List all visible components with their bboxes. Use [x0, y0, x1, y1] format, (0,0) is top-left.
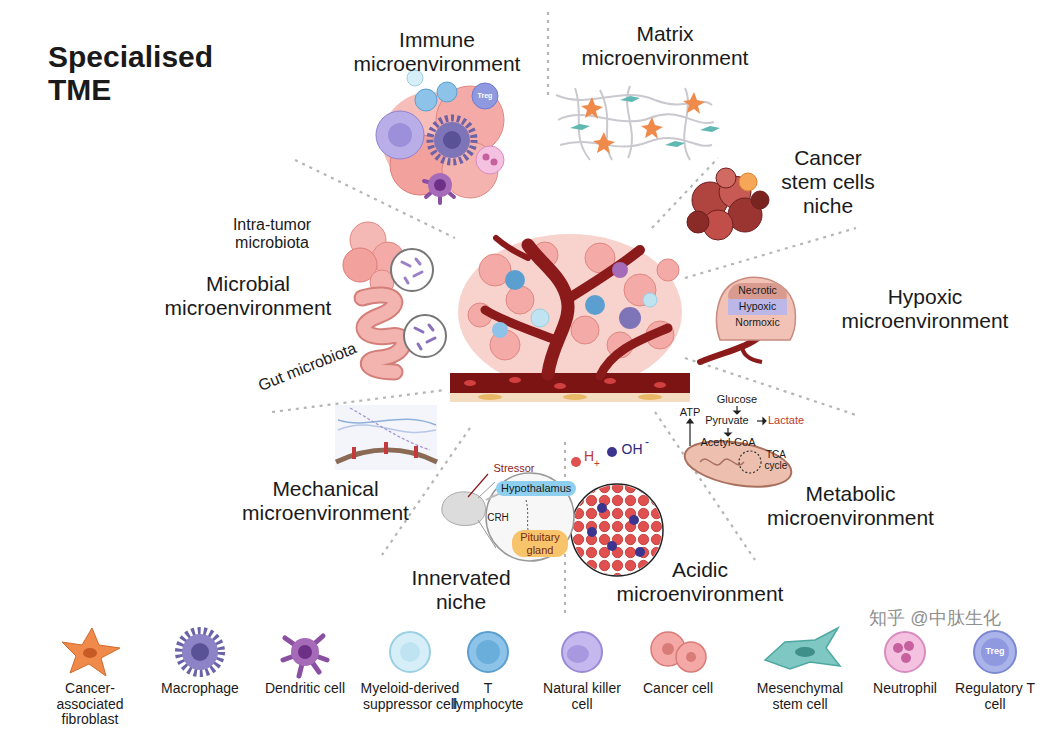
legend-text: Macrophage [150, 681, 250, 697]
legend-text: Neutrophil [860, 681, 950, 697]
stress-label: Stressor [486, 462, 542, 475]
brain-region: Hypothalamus [496, 481, 576, 496]
legend-text: Mesenchymal stem cell [745, 681, 855, 712]
legend-text: Natural killer cell [542, 681, 622, 712]
node-text: Hypothalamus [501, 482, 571, 495]
ion-symbol: H [583, 448, 595, 464]
ion-symbol: OH [619, 441, 645, 457]
sub-label: Gut microbiota [255, 339, 359, 395]
legend-text: Dendritic cell [260, 681, 350, 697]
cell-tag: Treg [473, 92, 497, 100]
sub-label: Intra-tumor microbiota [212, 216, 332, 253]
section-title: Microbial microenvironment [148, 272, 348, 320]
metabolite: Lactate [768, 414, 804, 426]
section-title: Cancer stem cells niche [772, 146, 884, 218]
section-title: Innervated niche [405, 566, 517, 614]
hypoxia-band: Hypoxic [728, 299, 787, 315]
section-title: Matrix microenvironment [560, 22, 770, 70]
diagram-title: Specialised TME [48, 40, 248, 106]
legend-text: T lymphocyte [448, 681, 528, 712]
legend-text: Regulatory T cell [947, 681, 1043, 712]
section-title: Metabolic microenvironment [748, 482, 953, 530]
legend-text: Cancer cell [633, 681, 723, 697]
section-title: Mechanical microenvironment [218, 477, 433, 525]
node-text: Pituitary gland [517, 531, 563, 556]
ion-charge: + [592, 458, 602, 470]
section-title: Hypoxic microenvironment [835, 285, 1015, 333]
hypoxia-band: Normoxic [728, 315, 787, 331]
ion-charge: - [643, 436, 651, 450]
metabolite: Glucose [712, 393, 762, 405]
section-title: Immune microenvironment [332, 28, 542, 76]
watermark: 知乎 @中肽生化 [830, 608, 1040, 629]
metabolite: ATP [676, 406, 704, 418]
node-text: Normoxic [733, 316, 782, 328]
section-title: Acidic microenvironment [600, 558, 800, 606]
node-text: Hypoxic [733, 300, 782, 312]
node-text: Necrotic [733, 284, 782, 296]
brain-region: Pituitary gland [512, 530, 568, 557]
hormone-label: CRH [484, 512, 512, 524]
metabolite: Pyruvate [700, 414, 754, 426]
metabolite: TCA cycle [756, 450, 796, 471]
cell-tag: Treg [983, 646, 1007, 656]
hypoxia-band: Necrotic [728, 283, 787, 299]
metabolite: Acetyl-CoA [695, 436, 761, 448]
legend-text: Cancer-associated fibroblast [45, 681, 135, 728]
